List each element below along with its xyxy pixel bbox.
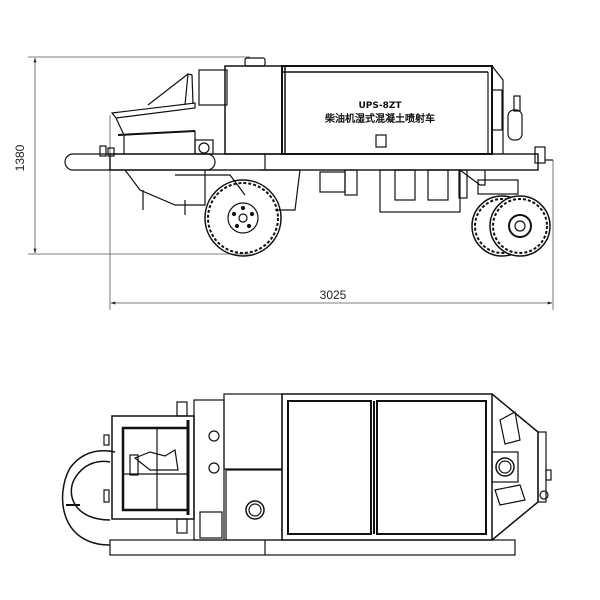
motor	[194, 139, 214, 155]
side-view: UPS-8ZT 柴油机湿式混凝土喷射车	[13, 56, 554, 310]
pump-motor	[507, 109, 523, 141]
chassis-frame	[109, 153, 539, 171]
front-wheel	[204, 179, 282, 257]
nameplate-icon	[375, 134, 387, 148]
height-dimension	[28, 56, 250, 255]
valve-block	[193, 399, 225, 541]
engine-compartment	[223, 393, 283, 470]
rear-wheels	[471, 195, 551, 257]
hopper-body	[115, 117, 196, 154]
undercarriage-box	[379, 169, 461, 213]
tank-cap	[244, 57, 266, 67]
fuel-tank	[224, 65, 286, 155]
curved-pipe	[70, 460, 111, 521]
model-label: UPS-8ZT	[358, 101, 402, 111]
height-dimension-label: 1380	[13, 144, 27, 171]
delivery-pipe	[64, 153, 216, 171]
rear-axle	[477, 179, 519, 195]
pump-panel	[225, 469, 283, 541]
engine-block	[198, 69, 228, 106]
length-dimension	[109, 115, 554, 310]
mixing-shaft	[133, 449, 179, 471]
undercarriage-front	[124, 169, 206, 206]
length-dimension-label: 3025	[320, 288, 347, 302]
hopper-lid	[110, 102, 196, 119]
rear-valve	[534, 146, 546, 164]
top-view	[61, 393, 552, 556]
base-plate	[109, 539, 516, 556]
housing-top	[281, 393, 493, 541]
hopper-top	[111, 415, 195, 520]
machine-name-label: 柴油机湿式混凝土喷射车	[324, 112, 435, 125]
